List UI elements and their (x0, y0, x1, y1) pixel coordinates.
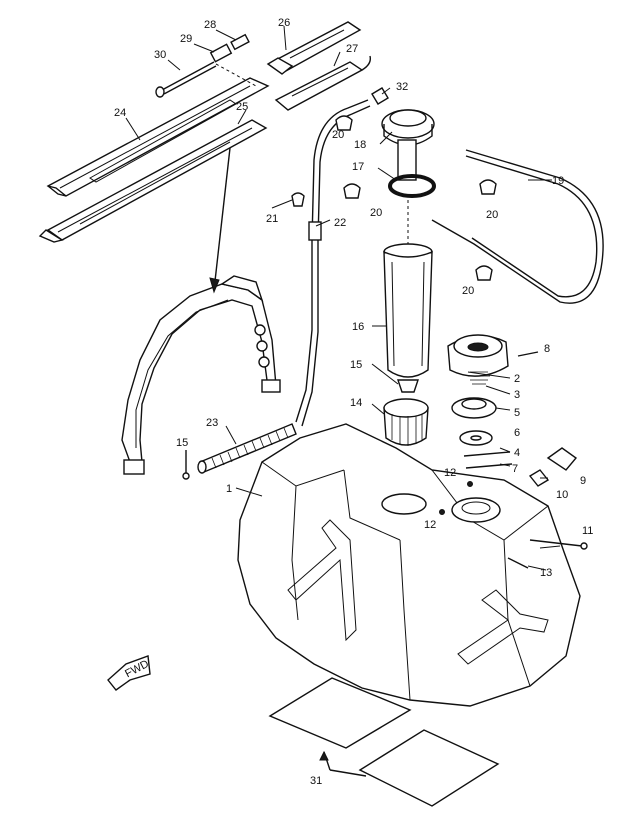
part-9 (546, 447, 578, 471)
callout-20-c: 20 (486, 209, 498, 221)
callout-12-b: 12 (424, 519, 436, 531)
tank-bracket (121, 275, 281, 475)
cap-2 (447, 334, 509, 377)
callout-27: 27 (346, 43, 358, 55)
leader-lines (125, 25, 561, 571)
washer-6 (459, 430, 493, 446)
callout-24: 24 (114, 107, 126, 119)
clip-21 (291, 192, 305, 207)
callout-18: 18 (354, 139, 366, 151)
callout-8: 8 (544, 343, 550, 355)
callout-20-a: 20 (332, 129, 344, 141)
callout-7: 7 (512, 463, 518, 475)
filter-14 (383, 398, 429, 446)
bolt-30 (155, 61, 217, 98)
callout-28: 28 (204, 19, 216, 31)
callout-1: 1 (226, 483, 232, 495)
bolt-11 (529, 539, 583, 547)
hose-19 (431, 149, 604, 304)
fuel-tank (237, 423, 581, 707)
clip-20-a (335, 115, 353, 131)
callout-2: 2 (514, 373, 520, 385)
pin-4 (463, 451, 511, 457)
callout-30: 30 (154, 49, 166, 61)
clip-20-b (343, 183, 361, 199)
callout-9: 9 (580, 475, 586, 487)
callout-15-right: 15 (350, 359, 362, 371)
strap-hook (266, 57, 294, 75)
part-10 (528, 469, 550, 487)
o-ring-17 (388, 174, 436, 198)
leader-arrow (213, 147, 231, 291)
callout-11: 11 (582, 525, 593, 537)
clip-20-d (475, 265, 493, 281)
clip-28 (230, 33, 250, 51)
strap-25 (38, 119, 268, 243)
strap-24 (46, 77, 270, 197)
screw-8 (517, 351, 539, 357)
callout-3: 3 (514, 389, 520, 401)
spring-3 (468, 371, 490, 385)
callout-22: 22 (334, 217, 346, 229)
hose-22 (295, 99, 369, 423)
pin-29 (209, 43, 233, 63)
part-13 (507, 557, 529, 569)
clip-20-c (479, 179, 497, 195)
gauge-unit-18 (381, 109, 435, 181)
pad-31-b (358, 729, 500, 807)
callout-20-d: 20 (462, 285, 474, 297)
strainer-16 (383, 243, 433, 378)
callout-26: 26 (278, 17, 290, 29)
callout-10: 10 (556, 489, 568, 501)
strap-27 (274, 55, 372, 111)
gasket-5 (451, 397, 497, 419)
screw-12b (439, 509, 445, 515)
callout-12-a: 12 (444, 467, 456, 479)
callout-17: 17 (352, 161, 364, 173)
callout-20-b: 20 (370, 207, 382, 219)
callout-6: 6 (514, 427, 520, 439)
callout-19: 19 (552, 175, 564, 187)
clip-32 (371, 87, 389, 105)
screw-12a (467, 481, 473, 487)
callout-32: 32 (396, 81, 408, 93)
callout-5: 5 (514, 407, 520, 419)
callout-4: 4 (514, 447, 520, 459)
callout-23: 23 (206, 417, 218, 429)
callout-14: 14 (350, 397, 362, 409)
callout-25: 25 (236, 101, 248, 113)
callout-16: 16 (352, 321, 364, 333)
joint-15 (397, 379, 419, 393)
callout-15-left: 15 (176, 437, 188, 449)
callout-29: 29 (180, 33, 192, 45)
pad-31-a (268, 677, 412, 749)
callout-31: 31 (310, 775, 322, 787)
fwd-marker (107, 655, 151, 691)
callout-13: 13 (540, 567, 552, 579)
callout-21: 21 (266, 213, 278, 225)
hose-23 (197, 423, 297, 474)
